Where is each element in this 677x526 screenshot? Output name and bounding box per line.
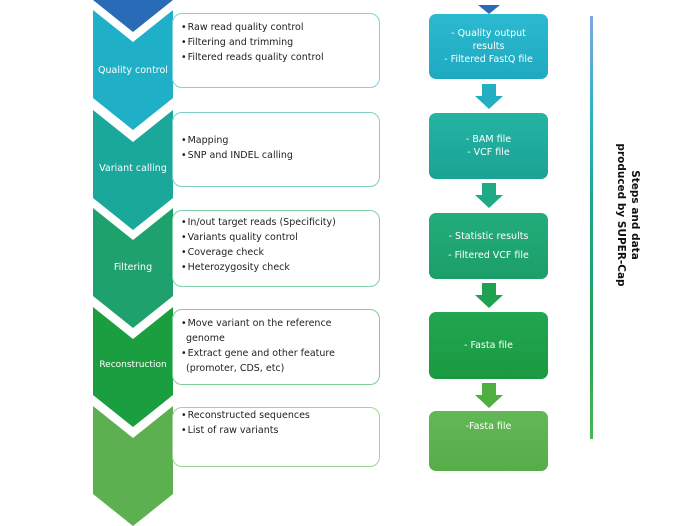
output-line: - Fasta file [464,340,513,351]
step-label-quality-control: Quality control [98,65,168,76]
desc-item: Filtering and trimming [179,35,373,50]
side-label: Steps and data produced by SUPER-Cap [578,120,677,310]
desc-item: Move variant on the reference genome [179,316,373,346]
desc-item: Filtered reads quality control [179,50,373,65]
down-arrow [474,183,504,208]
desc-item: Heterozygosity check [179,260,373,275]
desc-item: In/out target reads (Specificity) [179,215,373,230]
desc-item: Mapping [179,133,373,148]
step-label-reconstruction: Reconstruction [99,360,167,370]
desc-item: Variants quality control [179,230,373,245]
desc-item: Extract gene and other feature (promoter… [179,346,373,376]
side-label-line-2: produced by SUPER-Cap [615,143,627,287]
step-description-reconstruction: Move variant on the reference genome Ext… [172,309,380,385]
output-quality-control: - Quality output results - Filtered Fast… [429,14,548,79]
chevron-final-step [93,406,173,526]
output-line: - Statistic results [448,231,529,242]
chevron-filtering [93,208,173,328]
step-label-variant-calling: Variant calling [99,163,167,174]
down-arrow [474,283,504,308]
chevron-variant-calling [93,110,173,230]
step-description-variant-calling: Mapping SNP and INDEL calling [172,112,380,187]
down-arrow [474,383,504,408]
output-filtering: - Statistic results - Filtered VCF file [429,213,548,279]
step-description-filtering: In/out target reads (Specificity) Varian… [172,210,380,287]
desc-item: SNP and INDEL calling [179,148,373,163]
output-line: - VCF file [467,147,510,158]
top-arrow [474,0,504,14]
side-label-line-1: Steps and data [629,170,641,260]
output-line: - Quality output [451,28,526,39]
output-variant-calling: - BAM file - VCF file [429,113,548,179]
vertical-divider-line [590,16,593,439]
output-line: - BAM file [465,134,512,145]
output-line: - Filtered VCF file [448,250,529,261]
output-final-step: -Fasta file [429,411,548,471]
top-chevron [93,0,173,32]
output-line: -Fasta file [465,421,512,432]
output-line: - Filtered FastQ file [444,54,533,65]
step-description-final-step: Reconstructed sequences List of raw vari… [172,407,380,467]
desc-item: Coverage check [179,245,373,260]
output-line: results [472,41,505,52]
chevron-quality-control [93,10,173,130]
desc-item: Reconstructed sequences [179,408,373,423]
chevron-reconstruction [93,307,173,427]
step-description-quality-control: Raw read quality control Filtering and t… [172,13,380,88]
desc-item: Raw read quality control [179,20,373,35]
desc-item: List of raw variants [179,423,373,438]
output-reconstruction: - Fasta file [429,312,548,379]
step-label-filtering: Filtering [113,262,153,273]
down-arrow [474,84,504,109]
